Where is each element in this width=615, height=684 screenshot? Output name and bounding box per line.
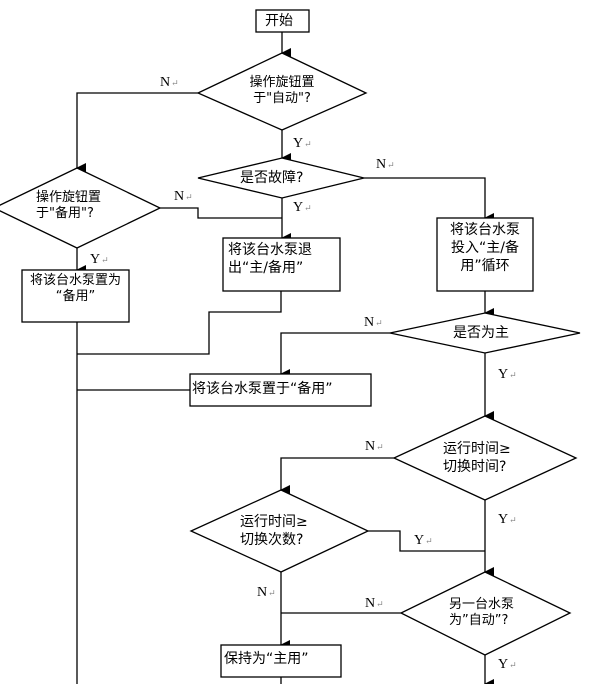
- edge-exit-to-trunk: [77, 291, 282, 355]
- process-set-backup-line1: 将该台水泵置为: [29, 273, 121, 288]
- label-runtime-count-no: N: [257, 585, 276, 601]
- edge-backup-no: [160, 207, 282, 219]
- process-exit-cycle-line1: 将该台水泵退: [228, 242, 312, 258]
- label-backup-yes: Y: [90, 252, 109, 268]
- label-auto-yes: Y: [293, 136, 312, 152]
- label-fault-no: N: [376, 157, 395, 173]
- label-fault-yes: Y: [293, 200, 312, 216]
- decision-other-auto-label: 另一台水泵 为”自动”?: [449, 597, 514, 629]
- decision-runtime-count-line2: 切换次数?: [240, 532, 304, 548]
- label-runtime-count-yes: Y: [414, 533, 433, 549]
- label-backup-no: N: [174, 189, 193, 205]
- decision-backup-label: 操作旋钮置 于"备用"?: [36, 190, 101, 222]
- edge-auto-no: [76, 92, 198, 173]
- decision-auto-line1: 操作旋钮置: [249, 75, 315, 90]
- decision-auto-line2: 于"自动"?: [253, 91, 311, 106]
- process-exit-cycle-label: 将该台水泵退 出“主/备用”: [228, 241, 312, 277]
- label-runtime-time-no: N: [365, 439, 384, 455]
- edge-main-no: [280, 332, 390, 379]
- decision-other-auto-line2: 为”自动”?: [449, 613, 509, 628]
- label-main-no: N: [364, 315, 383, 331]
- process-set-backup-label: 将该台水泵置为 “备用”: [22, 273, 129, 305]
- edge-runtime-time-no: [280, 457, 394, 495]
- process-set-backup-box: [21, 269, 130, 323]
- edge-runtime-count-yes: [368, 530, 485, 552]
- decision-backup-line2: 于"备用"?: [36, 206, 94, 221]
- process-exit-cycle-line2: 出“主/备用”: [228, 260, 304, 276]
- decision-is-main-label: 是否为主: [453, 325, 509, 341]
- process-keep-main-label: 保持为“主用”: [224, 651, 309, 667]
- decision-backup-line1: 操作旋钮置: [36, 190, 102, 205]
- decision-runtime-count-line1: 运行时间≥: [240, 514, 308, 530]
- decision-runtime-time-line2: 切换时间?: [443, 459, 507, 475]
- process-set-backup2-label: 将该台水泵置于“备用”: [192, 381, 333, 397]
- process-set-backup-line2: “备用”: [55, 289, 96, 304]
- decision-runtime-time-line1: 运行时间≥: [443, 441, 511, 457]
- decision-runtime-count-label: 运行时间≥ 切换次数?: [240, 513, 308, 549]
- edge-fault-no: [364, 177, 494, 223]
- start-node-label: 开始: [265, 13, 293, 29]
- process-enter-cycle-label: 将该台水泵 投入“主/备 用”循环: [437, 221, 533, 275]
- label-main-yes: Y: [498, 367, 517, 383]
- decision-other-auto-line1: 另一台水泵: [449, 597, 515, 612]
- process-keep-main-box: [220, 644, 342, 678]
- decision-fault-label: 是否故障?: [240, 170, 304, 186]
- process-enter-cycle-line3: 用”循环: [460, 258, 510, 274]
- decision-auto-label: 操作旋钮置 于"自动"?: [232, 75, 332, 107]
- label-auto-no: N: [160, 75, 179, 91]
- label-runtime-time-yes: Y: [498, 512, 517, 528]
- process-enter-cycle-line1: 将该台水泵: [450, 222, 520, 238]
- label-other-auto-no: N: [365, 596, 384, 612]
- decision-runtime-time-label: 运行时间≥ 切换时间?: [443, 440, 511, 476]
- process-enter-cycle-line2: 投入“主/备: [451, 240, 519, 256]
- label-other-auto-yes: Y: [498, 657, 517, 673]
- process-set-backup2-box: [189, 373, 372, 407]
